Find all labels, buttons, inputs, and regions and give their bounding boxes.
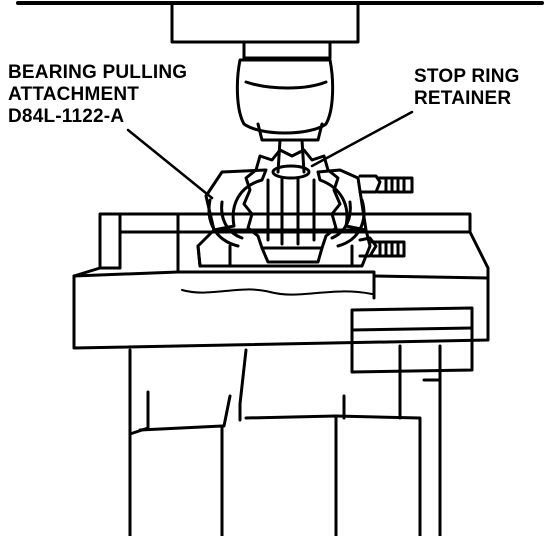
shaft	[271, 138, 311, 180]
label-bearing-line-3: D84L-1122-A	[8, 106, 125, 127]
gear	[242, 148, 342, 250]
bolt-upper	[358, 174, 414, 194]
press-ram	[170, 1, 360, 60]
label-stop-line-2: RETAINER	[414, 88, 512, 109]
label-stop-line-1: STOP RING	[414, 66, 520, 87]
label-bearing-pulling-attachment: BEARING PULLING ATTACHMENT D84L-1122-A	[8, 62, 187, 128]
label-stop-ring-retainer: STOP RING RETAINER	[414, 66, 520, 110]
leader-line-bearing-pulling	[126, 128, 214, 200]
bolt-lower	[358, 236, 406, 258]
bearing-pulling-attachment	[196, 168, 372, 268]
press-table	[72, 212, 490, 374]
leader-line-stop-ring	[310, 110, 414, 168]
press-adapter	[235, 58, 335, 142]
label-bearing-line-2: ATTACHMENT	[8, 84, 140, 105]
label-bearing-line-1: BEARING PULLING	[8, 62, 188, 83]
press-base	[128, 344, 442, 536]
